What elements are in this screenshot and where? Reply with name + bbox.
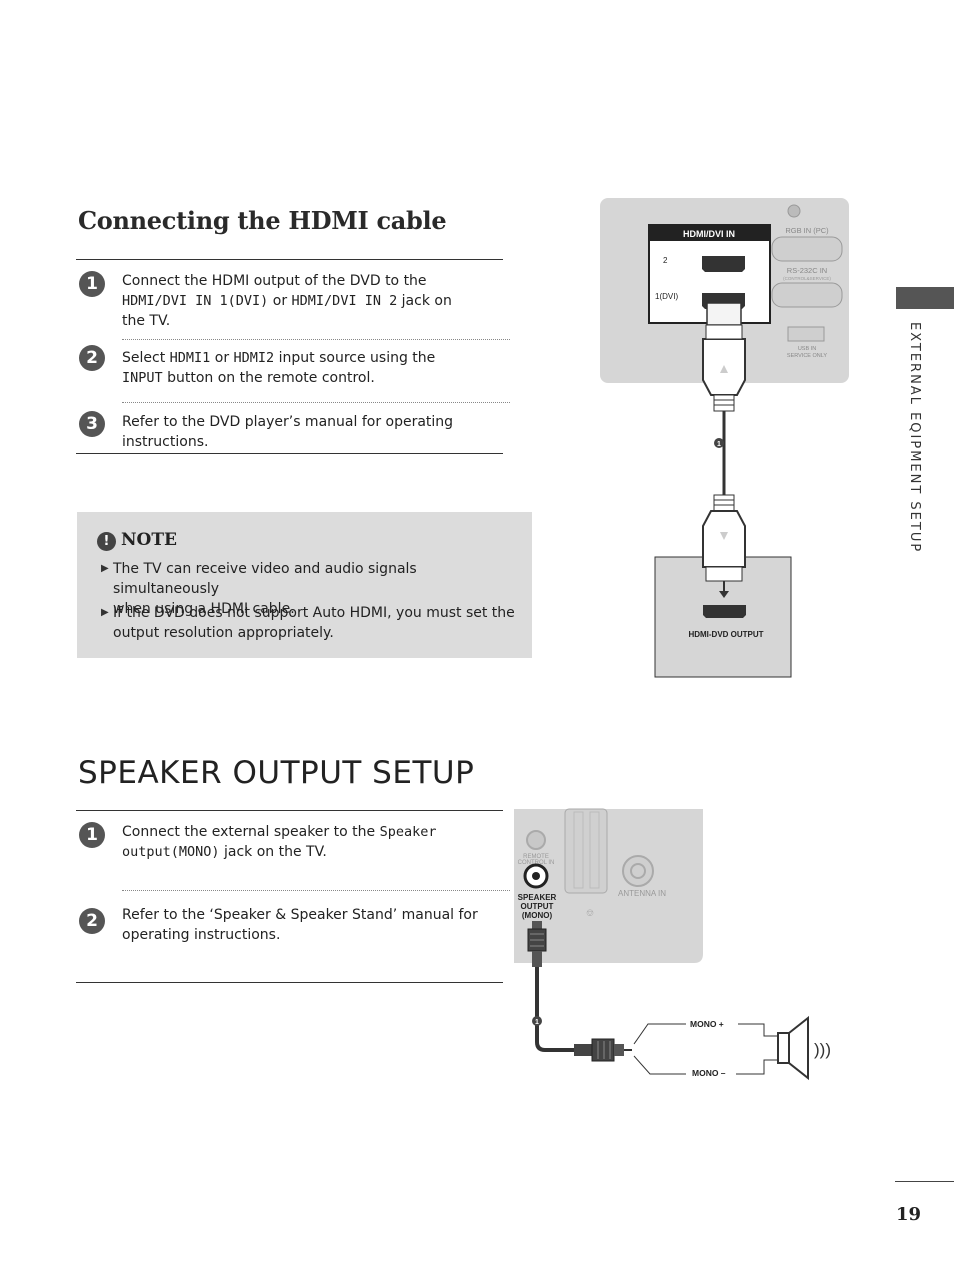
usb-label: USB IN	[798, 346, 816, 352]
step-number-2: 2	[79, 908, 105, 934]
step-text: button on the remote control.	[167, 370, 375, 386]
rgb-port	[771, 236, 843, 262]
step-number-1: 1	[79, 271, 105, 297]
cable-marker: 1	[717, 441, 721, 448]
input-name: HDMI2	[233, 350, 275, 366]
remote-label: REMOTE	[523, 854, 549, 860]
jack-name: output(MONO)	[122, 844, 220, 860]
step-text: input source using the	[278, 350, 436, 366]
dotted-divider	[122, 890, 510, 891]
rgb-label: RGB IN (PC)	[785, 226, 829, 235]
speaker-output-label-3: (MONO)	[522, 911, 553, 920]
step-text: operating instructions.	[122, 927, 281, 943]
step-text: Connect the external speaker to the	[122, 824, 376, 840]
sidebar-tab	[896, 287, 954, 309]
bullet-triangle-icon: ▶	[101, 607, 109, 618]
speaker-cable	[535, 967, 574, 1052]
step-text: jack on the TV.	[224, 844, 327, 860]
hdmi-step-1: Connect the HDMI output of the DVD to th…	[122, 271, 512, 331]
mono-minus-label: MONO –	[692, 1068, 726, 1078]
usb-port	[787, 326, 825, 342]
remote-label-2: CONTROL IN	[518, 860, 555, 866]
divider	[76, 259, 503, 260]
jack-name: HDMI/DVI IN 2	[291, 293, 398, 309]
section-title-hdmi: Connecting the HDMI cable	[78, 206, 447, 235]
hdmi-step-3: Refer to the DVD player’s manual for ope…	[122, 414, 454, 450]
sidebar-label: EXTERNAL EQIPMENT SETUP	[907, 322, 922, 554]
mono-plus-wire	[633, 1023, 686, 1045]
jack-name: HDMI/DVI IN 1(DVI)	[122, 293, 269, 309]
step-text: Connect the HDMI output of the DVD to th…	[122, 273, 427, 289]
speaker-output-label: SPEAKER	[518, 893, 557, 902]
device-label: HDMI-DVD OUTPUT	[688, 630, 763, 639]
jack-name: Speaker	[379, 824, 437, 840]
step-number-1: 1	[79, 822, 105, 848]
divider	[76, 982, 503, 983]
rca-plug-icon	[591, 1038, 615, 1062]
step-text: Refer to the ‘Speaker & Speaker Stand’ m…	[122, 907, 478, 923]
hdmi-step-2: Select HDMI1 or HDMI2 input source using…	[122, 348, 512, 388]
note-text: when using a HDMI cable.	[113, 601, 295, 617]
speaker-icon	[777, 1032, 790, 1064]
page-number: 19	[896, 1204, 922, 1225]
step-text: or	[272, 293, 288, 309]
input-name: HDMI1	[169, 350, 211, 366]
warning-icon: !	[97, 532, 116, 551]
hdmi-connection-diagram: HDMI/DVI IN 2 1(DVI) RGB IN (PC) RS-232C…	[600, 198, 849, 678]
note-item: ▶ The TV can receive video and audio sig…	[101, 559, 523, 619]
usb-service-label: SERVICE ONLY	[787, 353, 827, 359]
screw-icon	[787, 204, 801, 218]
dotted-divider	[122, 402, 510, 403]
step-text: jack on	[401, 293, 452, 309]
antenna-label: ANTENNA IN	[618, 889, 666, 898]
step-text: or	[214, 350, 230, 366]
note-text: output resolution appropriately.	[113, 625, 334, 641]
step-text: the TV.	[122, 313, 171, 329]
hdmi-output-port	[703, 605, 746, 618]
port-2-label: 2	[663, 256, 668, 265]
dotted-divider	[122, 339, 510, 340]
sound-wave-icon: )))	[814, 1040, 831, 1059]
note-title: NOTE	[121, 530, 177, 550]
hdmi-panel-label: HDMI/DVI IN	[683, 229, 735, 239]
arrow-down-icon	[719, 591, 729, 598]
step-number-3: 3	[79, 411, 105, 437]
rs232-label: RS-232C IN	[787, 266, 827, 275]
mono-plus-label: MONO +	[690, 1019, 724, 1029]
hdmi-port-2	[702, 256, 745, 272]
scart-symbol-icon: ⎊	[586, 908, 594, 919]
antenna-jack	[622, 855, 654, 887]
rs232-sub-label: (CONTROL&SERVICE)	[783, 276, 831, 281]
section-title-speaker: SPEAKER OUTPUT SETUP	[78, 755, 475, 791]
remote-control-jack	[526, 830, 546, 850]
tv-back-panel	[514, 809, 703, 963]
page-divider	[895, 1181, 954, 1182]
scart-connector	[564, 808, 608, 894]
step-number-2: 2	[79, 345, 105, 371]
note-item: ▶ If the DVD does not support Auto HDMI,…	[101, 603, 523, 643]
divider	[76, 810, 503, 811]
speaker-output-label-2: OUTPUT	[521, 902, 554, 911]
bullet-triangle-icon: ▶	[101, 563, 109, 574]
rs232-port	[771, 282, 843, 308]
note-box: ! NOTE ▶ The TV can receive video and au…	[77, 512, 532, 658]
divider	[76, 453, 503, 454]
speaker-connection-diagram: REMOTE CONTROL IN ⎊ ANTENNA IN SPEAKER O…	[514, 808, 831, 1081]
port-1-label: 1(DVI)	[655, 292, 678, 301]
speaker-step-2: Refer to the ‘Speaker & Speaker Stand’ m…	[122, 905, 482, 945]
speaker-step-1: Connect the external speaker to the Spea…	[122, 822, 472, 862]
mono-minus-wire	[633, 1055, 686, 1075]
step-text: Select	[122, 350, 166, 366]
note-text: The TV can receive video and audio signa…	[113, 561, 417, 597]
cable-marker: 1	[535, 1019, 539, 1026]
button-name: INPUT	[122, 370, 163, 386]
note-text: If the DVD does not support Auto HDMI, y…	[113, 605, 515, 621]
